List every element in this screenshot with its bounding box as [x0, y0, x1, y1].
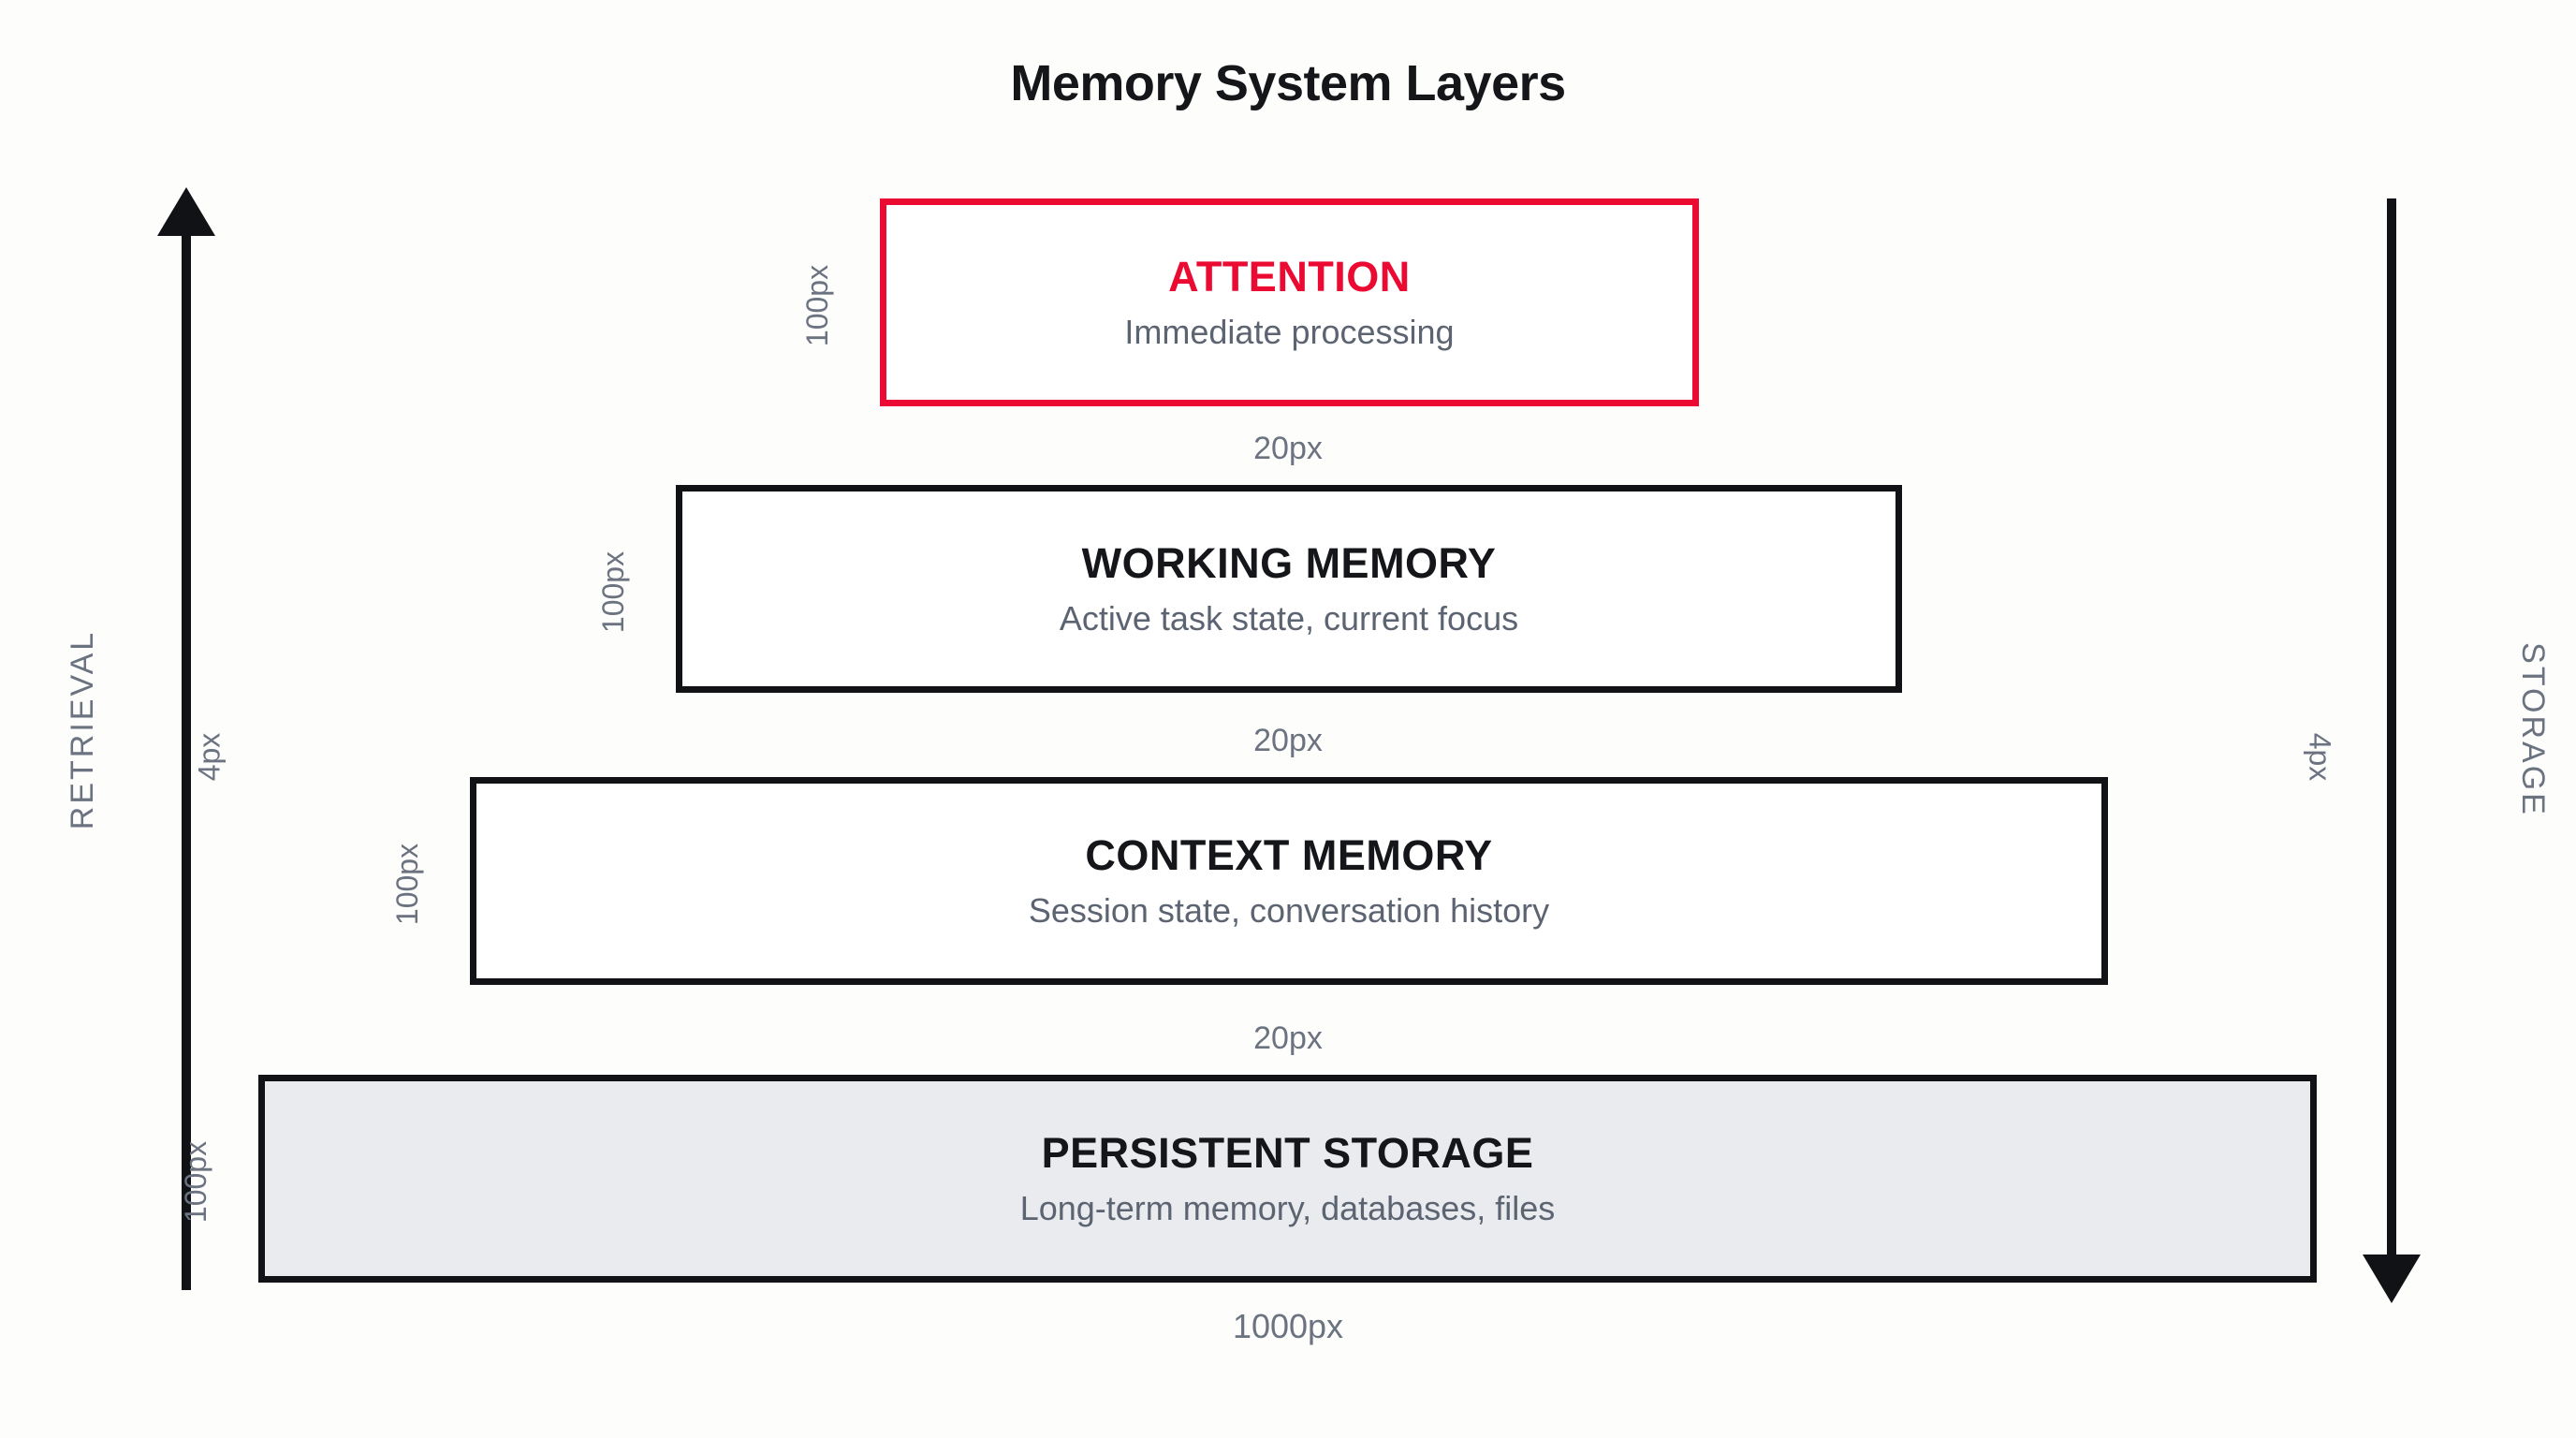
layer-height-label-working: 100px — [596, 550, 631, 634]
gap-label-3: 20px — [1253, 1020, 1323, 1056]
layer-subtitle-context-memory: Session state, conversation history — [1028, 890, 1550, 930]
layer-height-label-context: 100px — [390, 843, 425, 926]
layer-box-persistent-storage[interactable]: PERSISTENT STORAGE Long-term memory, dat… — [258, 1075, 2317, 1283]
base-width-label: 1000px — [1232, 1307, 1344, 1345]
layer-box-attention[interactable]: ATTENTION Immediate processing — [880, 198, 1699, 406]
layer-title-attention: ATTENTION — [1168, 253, 1411, 301]
layer-subtitle-working-memory: Active task state, current focus — [1059, 598, 1519, 638]
storage-axis-line — [2387, 198, 2396, 1261]
gap-label-1: 20px — [1253, 431, 1323, 466]
layer-title-working-memory: WORKING MEMORY — [1081, 539, 1497, 588]
diagram-title: Memory System Layers — [1010, 55, 1566, 111]
layer-title-context-memory: CONTEXT MEMORY — [1085, 831, 1493, 880]
layer-subtitle-attention: Immediate processing — [1124, 312, 1455, 351]
retrieval-axis-line — [182, 225, 191, 1290]
gap-label-2: 20px — [1253, 723, 1323, 758]
layer-subtitle-persistent-storage: Long-term memory, databases, files — [1019, 1188, 1556, 1227]
arrow-down-icon — [2363, 1255, 2421, 1303]
layer-title-persistent-storage: PERSISTENT STORAGE — [1041, 1129, 1534, 1178]
layer-box-context-memory[interactable]: CONTEXT MEMORY Session state, conversati… — [470, 777, 2108, 985]
layer-height-label-attention: 100px — [800, 264, 835, 347]
layer-height-label-storage: 100px — [179, 1140, 213, 1224]
layer-box-working-memory[interactable]: WORKING MEMORY Active task state, curren… — [676, 485, 1902, 693]
